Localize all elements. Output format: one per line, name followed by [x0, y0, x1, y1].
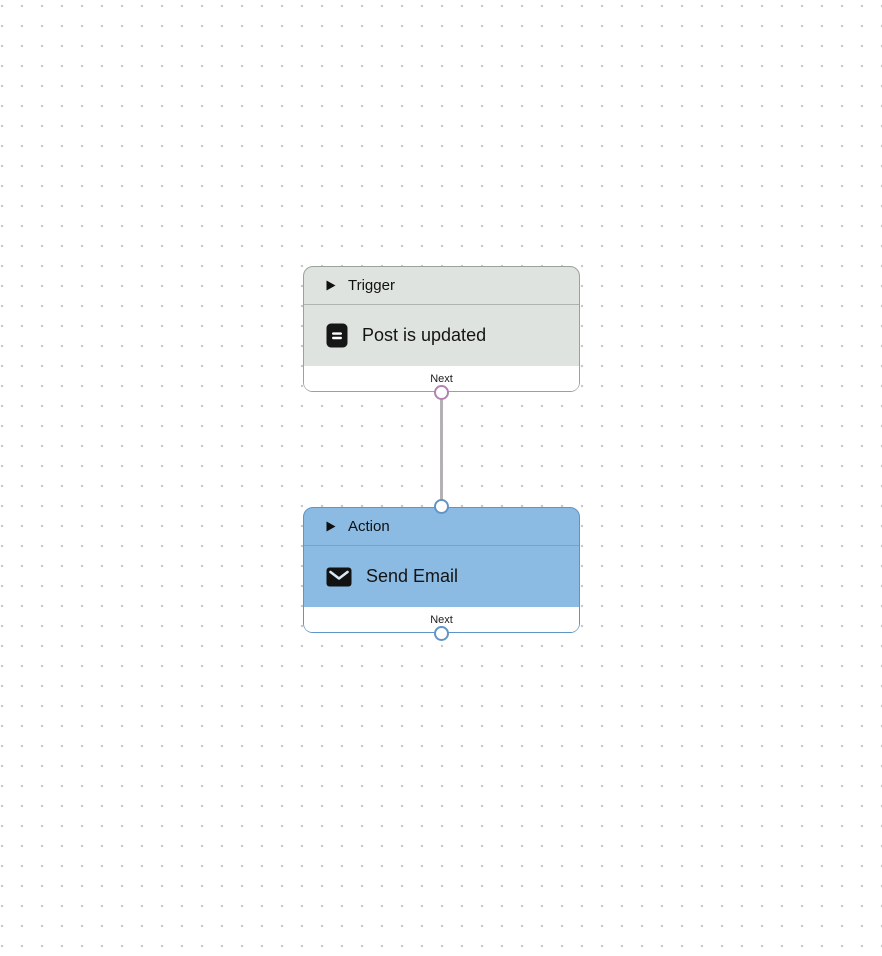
- trigger-next-label: Next: [430, 372, 453, 385]
- disclosure-triangle-icon[interactable]: [326, 521, 336, 532]
- trigger-title: Post is updated: [362, 325, 487, 345]
- trigger-next-port[interactable]: [434, 385, 449, 400]
- action-type-label: Action: [348, 518, 390, 535]
- action-node-body[interactable]: Send Email: [304, 546, 579, 607]
- action-title: Send Email: [366, 566, 459, 586]
- trigger-node[interactable]: Trigger Post is updated Next: [303, 266, 580, 400]
- envelope-icon: [326, 567, 352, 587]
- trigger-node-body[interactable]: Post is updated: [304, 305, 579, 366]
- disclosure-triangle-icon[interactable]: [326, 280, 336, 291]
- action-next-port[interactable]: [434, 626, 449, 641]
- action-next-label: Next: [430, 613, 453, 626]
- action-input-port[interactable]: [434, 499, 449, 514]
- edge-trigger-to-action[interactable]: [439, 395, 443, 506]
- document-icon: [326, 323, 348, 348]
- action-node[interactable]: Action Send Email Next: [303, 499, 580, 641]
- trigger-node-header[interactable]: Trigger: [304, 267, 579, 305]
- trigger-type-label: Trigger: [348, 277, 395, 294]
- action-node-header[interactable]: Action: [304, 508, 579, 546]
